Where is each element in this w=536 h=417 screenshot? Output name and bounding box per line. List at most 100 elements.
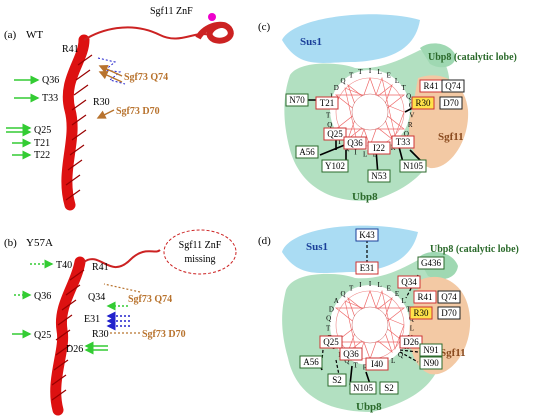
box-c-Q36: Q36 bbox=[343, 136, 367, 150]
wheel-d-letter-14: R bbox=[363, 364, 368, 372]
wheel-c-letter-22: I bbox=[330, 92, 333, 100]
svg-text:K43: K43 bbox=[359, 230, 375, 240]
box-d-I40: I40 bbox=[365, 357, 389, 371]
box-c-D70: D70 bbox=[439, 96, 463, 110]
wheel-d-letter-3: E bbox=[395, 290, 399, 298]
svg-text:E31: E31 bbox=[360, 263, 375, 273]
svg-text:N91: N91 bbox=[423, 345, 439, 355]
label-d-sgf11: Sgf11 bbox=[440, 347, 466, 359]
svg-text:Q36: Q36 bbox=[343, 349, 359, 359]
box-d-Q25: Q25 bbox=[319, 335, 343, 349]
svg-text:N90: N90 bbox=[423, 358, 439, 368]
svg-text:Q74: Q74 bbox=[441, 292, 457, 302]
wheel-d-letter-22: D bbox=[329, 305, 334, 313]
svg-text:T21: T21 bbox=[320, 98, 335, 108]
box-d-Q34: Q34 bbox=[397, 275, 421, 289]
svg-text:D70: D70 bbox=[441, 308, 457, 318]
helix-a-main bbox=[61, 34, 90, 211]
missing-znf-ellipse bbox=[163, 229, 237, 275]
svg-text:A56: A56 bbox=[299, 147, 315, 157]
res-a-T21: T21 bbox=[34, 138, 50, 149]
wheel-d-letter-15: T bbox=[353, 362, 358, 370]
res-b-R41: R41 bbox=[92, 262, 109, 273]
wheel-c-letter-3: L bbox=[395, 77, 399, 85]
res-a-Q36: Q36 bbox=[42, 75, 59, 86]
res-b-R30: R30 bbox=[92, 329, 109, 340]
sgf73-a-Q74: Sgf73 Q74 bbox=[124, 72, 168, 83]
znf-a-label: Sgf11 ZnF bbox=[150, 6, 193, 17]
arrow-a-Q74a bbox=[98, 65, 123, 77]
label-d-ubp8: Ubp8 bbox=[356, 401, 382, 413]
wheel-d bbox=[334, 289, 406, 361]
panel-c-tag: (c) bbox=[258, 21, 271, 33]
region-c-sus1 bbox=[282, 14, 420, 63]
res-a-R30: R30 bbox=[93, 97, 110, 108]
wheel-d-letter-7: L bbox=[410, 324, 414, 332]
helix-a-ribs bbox=[65, 54, 93, 201]
label-c-sgf11: Sgf11 bbox=[438, 131, 464, 143]
wheel-c-letter-20: T bbox=[326, 111, 331, 119]
wheel-c-letter-5: Q bbox=[406, 92, 411, 100]
svg-text:Q25: Q25 bbox=[323, 337, 339, 347]
svg-text:I40: I40 bbox=[371, 359, 383, 369]
box-d-E31: E31 bbox=[355, 261, 379, 275]
helix-b-main bbox=[50, 256, 86, 416]
missing-l2: missing bbox=[184, 254, 215, 265]
res-a-Q25: Q25 bbox=[34, 125, 51, 136]
sgf73-b-Q74: Sgf73 Q74 bbox=[128, 294, 172, 305]
wheel-c-letter-13: L bbox=[373, 151, 377, 159]
svg-text:D26: D26 bbox=[403, 337, 419, 347]
svg-text:R41: R41 bbox=[423, 81, 438, 91]
res-b-D26: D26 bbox=[66, 344, 83, 355]
res-b-T40: T40 bbox=[56, 260, 72, 271]
panel-d: (d) Sus1 Ubp8 (catalytic lobe) Sgf11 Ubp… bbox=[258, 225, 519, 413]
wheel-d-letter-10: Q bbox=[398, 351, 403, 359]
svg-text:A56: A56 bbox=[303, 357, 319, 367]
links-c bbox=[300, 99, 426, 176]
svg-text:R41: R41 bbox=[417, 292, 432, 302]
box-d-R41: R41 bbox=[413, 290, 437, 304]
wheel-c-letter-0: I bbox=[369, 67, 372, 75]
sgf73-b-D70: Sgf73 D70 bbox=[142, 329, 186, 340]
panel-b-tag: (b) bbox=[4, 237, 17, 249]
wheel-d-letter-24: Q bbox=[340, 290, 345, 298]
label-c-ubp8: Ubp8 bbox=[352, 191, 378, 203]
helix-b-ribs bbox=[51, 269, 85, 401]
wheel-c-letter-26: T bbox=[358, 68, 363, 76]
svg-text:D70: D70 bbox=[443, 98, 459, 108]
res-b-Q34: Q34 bbox=[88, 292, 105, 303]
svg-text:Q34: Q34 bbox=[401, 277, 417, 287]
label-c-sus1: Sus1 bbox=[300, 36, 322, 48]
box-d-R30: R30 bbox=[409, 306, 433, 320]
box-c-R41: R41 bbox=[419, 79, 443, 93]
box-d-G436: G436 bbox=[417, 256, 445, 270]
panel-a-tag: (a) bbox=[4, 29, 17, 41]
svg-text:S2: S2 bbox=[384, 383, 394, 393]
region-c-ubp8cat bbox=[420, 43, 456, 68]
res-b-E31: E31 bbox=[84, 314, 100, 325]
res-b-Q25: Q25 bbox=[34, 330, 51, 341]
res-a-T22: T22 bbox=[34, 150, 50, 161]
panel-b-variant: Y57A bbox=[26, 237, 53, 249]
wheel-c-letter-6: Q bbox=[409, 102, 414, 110]
box-d-N105: N105 bbox=[349, 381, 377, 395]
svg-text:R30: R30 bbox=[413, 308, 429, 318]
arrow-a-Q74b bbox=[98, 71, 123, 83]
wheel-c-letter-4: T bbox=[402, 84, 407, 92]
box-c-Q25: Q25 bbox=[323, 127, 347, 141]
wheel-c-letter-15: I bbox=[354, 149, 357, 157]
wheel-c-letter-1: L bbox=[378, 68, 382, 76]
panel-c: (c) Sus1 Ubp8 (catalytic lobe) Sgf11 Ubp… bbox=[258, 14, 517, 203]
box-d-D70: D70 bbox=[437, 306, 461, 320]
res-b-Q36: Q36 bbox=[34, 291, 51, 302]
wheel-d-letter-25: T bbox=[349, 285, 354, 293]
wheel-c-letter-23: D bbox=[334, 84, 339, 92]
loop-a bbox=[83, 26, 211, 41]
box-c-R30: R30 bbox=[411, 96, 435, 110]
box-c-N70: N70 bbox=[285, 93, 309, 107]
box-d-K43: K43 bbox=[355, 228, 379, 242]
wheel-c-letter-14: L bbox=[363, 151, 367, 159]
wheel-d-letter-2: E bbox=[387, 285, 391, 293]
box-d-D26: D26 bbox=[399, 335, 423, 349]
wheel-c bbox=[334, 76, 406, 148]
